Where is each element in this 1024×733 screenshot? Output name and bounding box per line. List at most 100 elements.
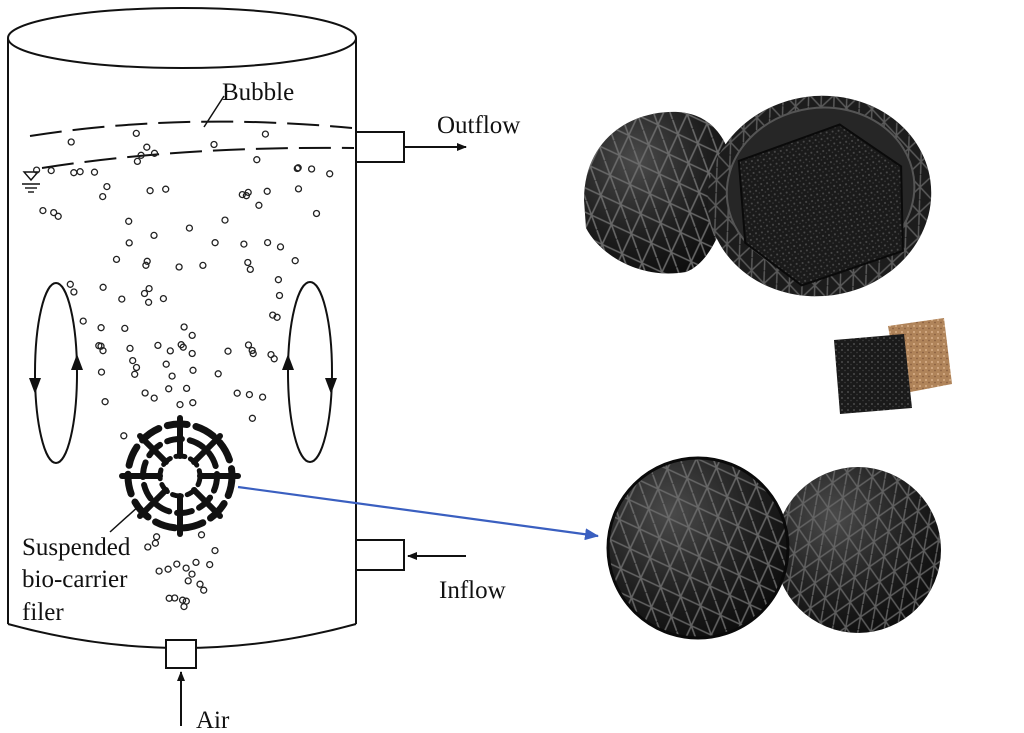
bubble: [255, 201, 263, 209]
bubble: [162, 360, 170, 368]
bubble: [76, 168, 84, 176]
opened-carrier-ball-photo: [584, 95, 932, 297]
tank-top-rim: [7, 7, 357, 69]
bubble: [54, 212, 62, 220]
bubble: [162, 185, 170, 193]
bubble: [182, 564, 190, 572]
bubble: [263, 238, 272, 247]
bubble: [238, 190, 246, 199]
air-label: Air: [196, 707, 230, 733]
bubble: [125, 239, 133, 247]
bubble: [70, 169, 78, 177]
bubble: [168, 372, 176, 380]
carrier-label-line3: filer: [22, 599, 64, 626]
bubble: [125, 217, 133, 225]
bubble: [248, 414, 257, 422]
bubble-leader-line: [203, 95, 225, 128]
bubble: [185, 224, 194, 232]
bubble: [307, 165, 316, 173]
bubble: [261, 130, 270, 138]
bubble: [133, 157, 142, 166]
bubble: [269, 311, 277, 319]
bubble: [270, 355, 278, 363]
bubble: [240, 240, 248, 248]
bubble: [242, 192, 251, 200]
bubble: [154, 341, 162, 350]
bubble: [132, 129, 140, 138]
bubble: [189, 366, 197, 374]
bubble: [101, 398, 109, 406]
bubble: [178, 596, 187, 604]
bubble: [159, 294, 168, 303]
outflow-pipe: [355, 131, 405, 163]
bubble: [32, 166, 41, 174]
bubble: [211, 239, 219, 247]
bubble: [245, 390, 254, 399]
bubble: [294, 185, 303, 193]
bubble: [67, 138, 75, 146]
bubble: [233, 389, 241, 397]
bubble: [188, 331, 196, 340]
carrier-half-open: [707, 95, 932, 297]
inflow-label: Inflow: [439, 577, 506, 604]
bubble: [126, 344, 134, 353]
bubble: [224, 347, 232, 355]
bubble: [99, 283, 107, 291]
bubble: [312, 209, 321, 218]
carrier-label-line1: Suspended: [22, 534, 131, 561]
bubble: [129, 356, 137, 365]
carrier-balls-photo: [606, 456, 941, 640]
bubble: [120, 432, 128, 440]
black-sponge: [834, 334, 912, 414]
bubble: [182, 597, 190, 605]
bubble: [97, 324, 105, 332]
bubble: [90, 168, 99, 176]
bubble: [146, 187, 154, 195]
bubble: [66, 280, 74, 288]
bubble: [97, 368, 106, 376]
bubble: [326, 170, 334, 178]
bubble: [175, 263, 183, 271]
bubble: [258, 393, 267, 401]
bubble: [150, 394, 158, 402]
bubble: [145, 284, 153, 293]
bubble: [165, 385, 173, 393]
bubble: [97, 342, 105, 350]
bubble: [112, 255, 121, 264]
bubble: [184, 577, 192, 585]
bubble-label: Bubble: [222, 79, 294, 106]
bubble: [199, 261, 207, 270]
bubble: [249, 349, 257, 358]
bubble: [211, 546, 219, 555]
bubble: [39, 206, 47, 215]
circulation-loop-right: [282, 281, 337, 463]
bubble: [131, 370, 139, 378]
bubble: [173, 560, 181, 568]
bubble: [142, 261, 150, 269]
bubble: [244, 341, 253, 349]
bubble: [132, 363, 141, 372]
bubble: [166, 347, 174, 355]
bubble: [144, 298, 153, 306]
bubble: [210, 140, 218, 149]
bubble: [164, 565, 172, 573]
bubble: [248, 346, 256, 355]
foam-insert: [737, 123, 904, 287]
bubble: [274, 276, 283, 284]
bubble: [177, 341, 185, 349]
bubble: [200, 586, 208, 594]
bubble: [144, 543, 152, 551]
bubble: [180, 323, 188, 331]
carrier-leader-line: [109, 504, 141, 533]
bubble: [137, 151, 145, 159]
bubble: [99, 192, 107, 201]
bubble: [141, 389, 149, 397]
bubble: [70, 288, 78, 296]
air-bubbles: [32, 129, 334, 611]
water-level-symbol: [22, 171, 40, 193]
bubble: [79, 317, 87, 325]
sponge-cubes-photo: [834, 318, 952, 414]
bubble: [143, 257, 151, 265]
bubble: [244, 258, 252, 267]
